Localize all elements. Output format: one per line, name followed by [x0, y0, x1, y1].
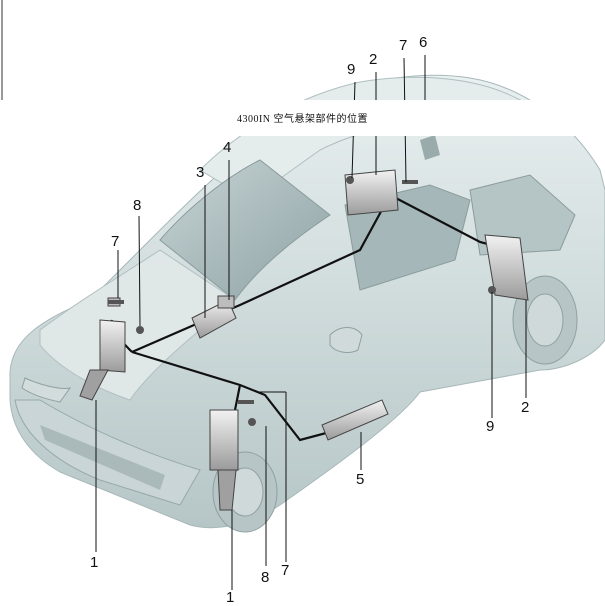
car-body	[9, 74, 605, 533]
callout-7-left: 7	[111, 233, 120, 250]
callout-1-bottom: 1	[226, 589, 235, 606]
rear-left-strut	[344, 169, 399, 216]
callout-9-top: 9	[347, 61, 356, 78]
callout-1-left: 1	[90, 554, 99, 571]
callout-2-right: 2	[521, 399, 530, 416]
callout-8-left: 8	[133, 197, 142, 214]
callout-3: 3	[196, 164, 205, 181]
rear-right-strut	[484, 234, 529, 301]
callout-2-top: 2	[369, 51, 378, 68]
callout-6-top: 6	[419, 34, 428, 51]
front-right-strut	[209, 409, 239, 511]
caption-band	[0, 100, 605, 136]
callout-9-right: 9	[486, 418, 495, 435]
callout-8-bottom: 8	[261, 569, 270, 586]
callout-4: 4	[223, 139, 232, 156]
valve-block	[217, 295, 235, 309]
front-left-strut	[79, 297, 126, 401]
leader-lines	[95, 55, 527, 590]
figure-caption: 4300IN 空气悬架部件的位置	[236, 114, 369, 125]
callout-7-top: 7	[399, 37, 408, 54]
callout-5: 5	[356, 471, 365, 488]
pressure-reservoir	[321, 399, 389, 441]
compressor	[191, 299, 237, 339]
callout-7-bottom: 7	[281, 562, 290, 579]
